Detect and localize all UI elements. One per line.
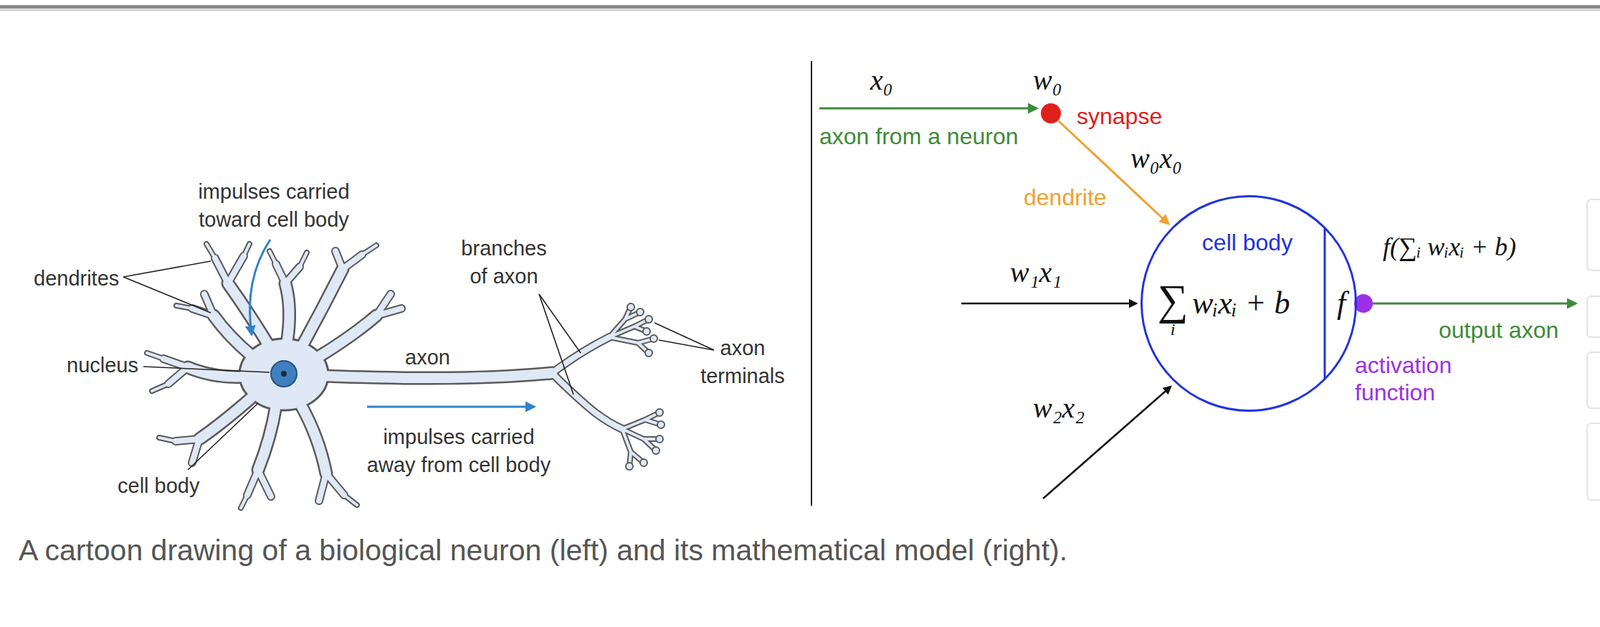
edge-panel bbox=[1587, 199, 1600, 271]
leader-line bbox=[123, 276, 211, 313]
part-label: nucleus bbox=[66, 353, 139, 378]
part-label: axon terminals bbox=[688, 334, 797, 390]
terminal-knob bbox=[652, 446, 660, 454]
annotation-label: impulses carried away from cell body bbox=[362, 422, 556, 479]
part-label: output axon bbox=[1438, 316, 1559, 344]
edge-panel bbox=[1587, 296, 1600, 337]
activation-divider bbox=[1324, 227, 1327, 380]
branch-outline bbox=[163, 250, 623, 501]
sum-symbol: ∑ bbox=[1157, 275, 1189, 325]
weighted-sum: wᵢxᵢ + b bbox=[1192, 285, 1291, 322]
leader-line bbox=[123, 260, 211, 277]
page-edge-panels bbox=[1587, 199, 1600, 500]
terminal-knob bbox=[640, 458, 648, 466]
edge-panel bbox=[1587, 351, 1600, 408]
terminal-knob bbox=[627, 303, 635, 311]
terminal-knob bbox=[645, 315, 653, 323]
terminal-knob bbox=[650, 334, 658, 342]
annotation-label: impulses carried toward cell body bbox=[184, 177, 364, 234]
part-label: axon bbox=[405, 345, 451, 370]
math-symbol: w₁x₁ bbox=[1010, 255, 1062, 289]
part-label: cell body bbox=[117, 473, 200, 498]
activation-symbol: f bbox=[1336, 285, 1346, 322]
twig-fill bbox=[146, 243, 661, 508]
top-rule bbox=[0, 5, 1600, 9]
math-symbol: w₂x₂ bbox=[1032, 391, 1085, 425]
impulse-arrow bbox=[367, 405, 535, 408]
part-label: synapse bbox=[1076, 103, 1163, 130]
terminal-knobs bbox=[625, 303, 665, 470]
part-label: axon from a neuron bbox=[819, 123, 1019, 150]
math-symbol: x₀ bbox=[870, 63, 894, 97]
twig-outline bbox=[146, 243, 661, 508]
nucleus-shape bbox=[270, 360, 297, 387]
top-rule bbox=[0, 9, 1600, 11]
part-label: branches of axon bbox=[453, 234, 555, 291]
branch-fill bbox=[163, 250, 623, 501]
part-label: activation function bbox=[1354, 351, 1492, 407]
cell-body-fill bbox=[241, 340, 327, 408]
nucleolus-dot bbox=[281, 370, 287, 377]
terminal-knob bbox=[636, 308, 644, 316]
leader-line bbox=[539, 293, 581, 353]
output-formula: f(∑ᵢ wᵢxᵢ + b) bbox=[1382, 232, 1517, 262]
terminal-knob bbox=[643, 327, 651, 335]
part-label: dendrite bbox=[1023, 184, 1107, 211]
terminal-knob bbox=[657, 420, 665, 428]
leader-line bbox=[143, 366, 270, 373]
sum-index: i bbox=[1170, 319, 1176, 340]
neuron-model-circle: cell body ∑i wᵢxᵢ + b f bbox=[1140, 194, 1357, 412]
edge-panel bbox=[1587, 422, 1600, 500]
output-axon-arrow bbox=[1372, 302, 1576, 305]
terminal-knob bbox=[655, 408, 664, 416]
input-arrow bbox=[961, 302, 1137, 305]
leader-line bbox=[187, 402, 259, 470]
synapse-dot bbox=[1040, 103, 1061, 124]
input-axon-arrow bbox=[819, 107, 1037, 110]
leader-line bbox=[539, 293, 574, 395]
terminal-knob bbox=[655, 435, 664, 443]
leader-line bbox=[658, 339, 714, 350]
cell-body-title: cell body bbox=[1202, 229, 1293, 256]
part-label: dendrites bbox=[33, 266, 119, 291]
divider-line bbox=[810, 60, 813, 506]
terminal-knob bbox=[645, 349, 653, 357]
math-symbol: w₀ bbox=[1032, 63, 1063, 97]
leader-line bbox=[654, 322, 714, 350]
math-symbol: w₀x₀ bbox=[1130, 141, 1183, 175]
cell-body-circle bbox=[1141, 196, 1357, 411]
impulse-arrow bbox=[249, 239, 271, 335]
figure-caption: A cartoon drawing of a biological neuron… bbox=[18, 533, 1068, 568]
terminal-knob bbox=[625, 462, 633, 470]
